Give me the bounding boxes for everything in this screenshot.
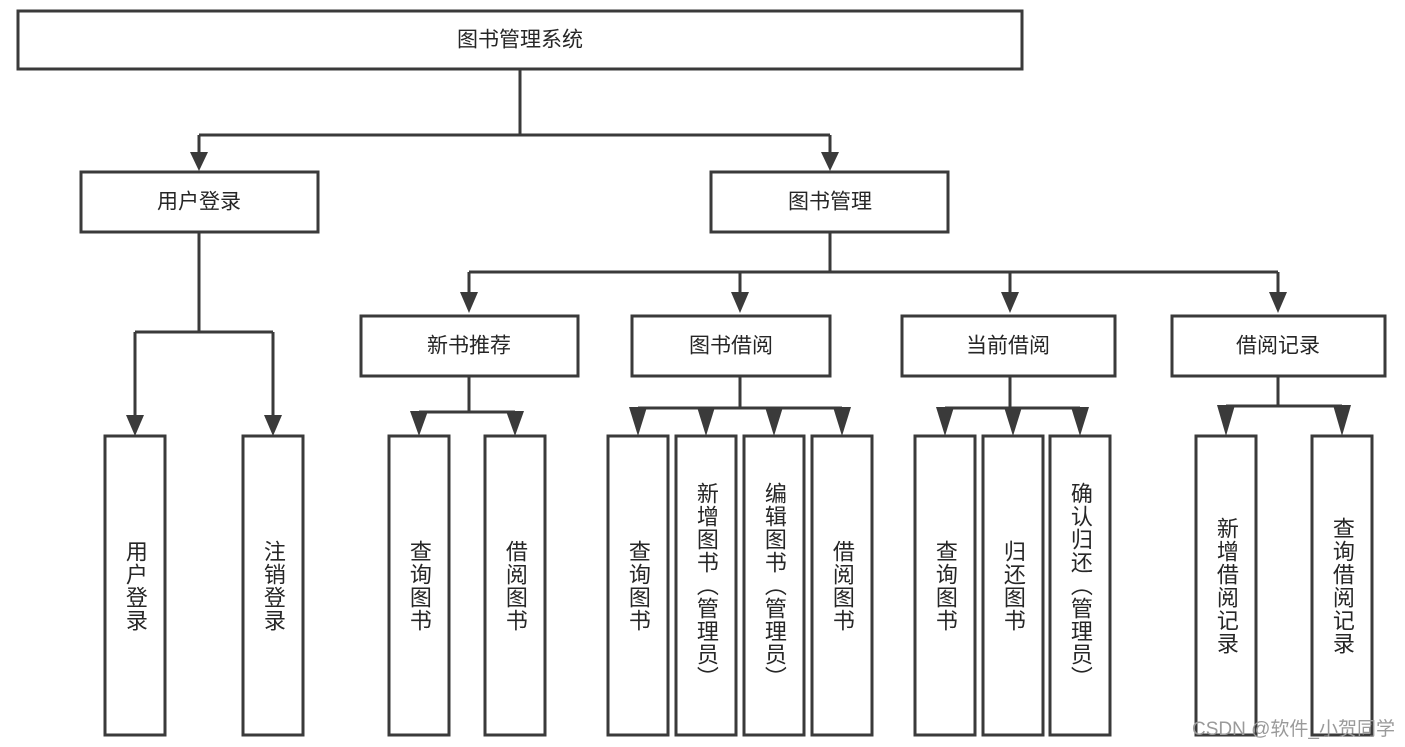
arrow-head-icon bbox=[410, 411, 428, 436]
arrow-head-icon bbox=[1269, 292, 1287, 313]
arrow-head-icon bbox=[1001, 292, 1019, 313]
arrow-head-icon bbox=[765, 407, 783, 436]
node-current-borrow[interactable]: 当前借阅 bbox=[900, 314, 1117, 378]
arrow-head-icon bbox=[126, 415, 144, 436]
arrow-head-icon bbox=[629, 407, 647, 436]
leaf-box-2[interactable] bbox=[241, 434, 305, 737]
node-login-box[interactable] bbox=[79, 170, 320, 234]
node-new-book-rec-label: 新书推荐 bbox=[427, 335, 511, 358]
node-new-book-rec[interactable]: 新书推荐 bbox=[359, 314, 580, 378]
leaf-box-7[interactable] bbox=[742, 434, 806, 737]
node-login[interactable]: 用户登录 bbox=[79, 170, 320, 234]
leaf-box-9[interactable] bbox=[913, 434, 977, 737]
arrow-head-icon bbox=[1071, 407, 1089, 436]
connector-newbook-to-leaves bbox=[410, 376, 524, 436]
node-book-borrow[interactable]: 图书借阅 bbox=[630, 314, 832, 378]
connector-root-to-level2 bbox=[190, 69, 839, 171]
watermark-text: CSDN @软件_小贺同学 bbox=[1192, 719, 1395, 740]
connector-line bbox=[1226, 376, 1342, 408]
connector-login-to-leaves bbox=[126, 232, 282, 436]
node-root-box[interactable] bbox=[16, 9, 1024, 71]
connector-bookmgmt-to-level3 bbox=[460, 232, 1287, 313]
leaf-box-4[interactable] bbox=[483, 434, 547, 737]
node-current-borrow-label: 当前借阅 bbox=[966, 335, 1050, 358]
connector-line bbox=[638, 376, 842, 410]
node-root-label: 图书管理系统 bbox=[457, 29, 583, 52]
arrow-head-icon bbox=[460, 292, 478, 313]
node-book-borrow-label: 图书借阅 bbox=[689, 335, 773, 358]
arrow-head-icon bbox=[1333, 405, 1351, 436]
connector-line bbox=[945, 376, 1080, 410]
connector-line bbox=[133, 232, 275, 417]
node-book-borrow-box[interactable] bbox=[630, 314, 832, 378]
leaf-box-6[interactable] bbox=[674, 434, 738, 737]
arrow-head-icon bbox=[821, 152, 839, 171]
arrow-head-icon bbox=[264, 415, 282, 436]
arrow-head-icon bbox=[1004, 407, 1022, 436]
leaf-box-11[interactable] bbox=[1048, 434, 1112, 737]
leaf-box-10[interactable] bbox=[981, 434, 1045, 737]
connector-currentborrow-to-leaves bbox=[936, 376, 1089, 436]
node-book-mgmt[interactable]: 图书管理 bbox=[709, 170, 950, 234]
leaf-box-12[interactable] bbox=[1194, 434, 1258, 737]
node-borrow-record-label: 借阅记录 bbox=[1236, 335, 1320, 358]
arrow-head-icon bbox=[1217, 405, 1235, 436]
connector-line bbox=[197, 69, 832, 153]
leaf-box-8[interactable] bbox=[810, 434, 874, 737]
arrow-head-icon bbox=[936, 407, 954, 436]
arrow-head-icon bbox=[731, 292, 749, 313]
node-borrow-record-box[interactable] bbox=[1170, 314, 1387, 378]
node-login-label: 用户登录 bbox=[157, 191, 241, 214]
leaf-box-5[interactable] bbox=[606, 434, 670, 737]
node-book-mgmt-box[interactable] bbox=[709, 170, 950, 234]
node-root[interactable]: 图书管理系统 bbox=[16, 9, 1024, 71]
leaf-box-1[interactable] bbox=[103, 434, 167, 737]
leaf-box-3[interactable] bbox=[387, 434, 451, 737]
connector-borrowrecord-to-leaves bbox=[1217, 376, 1351, 436]
arrow-head-icon bbox=[506, 411, 524, 436]
node-current-borrow-box[interactable] bbox=[900, 314, 1117, 378]
connector-bookborrow-to-leaves bbox=[629, 376, 851, 436]
arrow-head-icon bbox=[697, 407, 715, 436]
node-borrow-record[interactable]: 借阅记录 bbox=[1170, 314, 1387, 378]
arrow-head-icon bbox=[190, 152, 208, 171]
connector-line bbox=[417, 376, 517, 418]
node-book-mgmt-label: 图书管理 bbox=[788, 191, 872, 214]
connector-line bbox=[467, 232, 1280, 295]
leaf-box-13[interactable] bbox=[1310, 434, 1374, 737]
node-new-book-rec-box[interactable] bbox=[359, 314, 580, 378]
arrow-head-icon bbox=[833, 407, 851, 436]
